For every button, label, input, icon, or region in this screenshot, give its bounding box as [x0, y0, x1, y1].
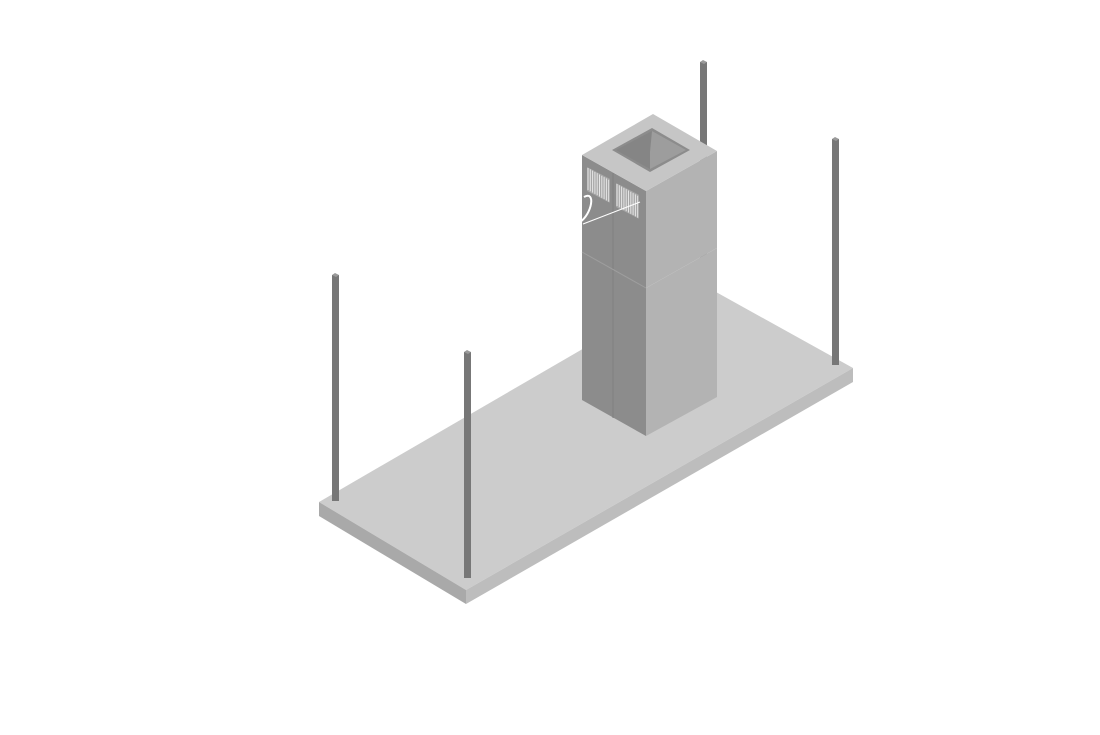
- post-front-shaft: [464, 352, 471, 578]
- chimney-upper-right-face: [646, 151, 717, 288]
- chimney-joint-line: [581, 251, 647, 289]
- chimney-opening: [612, 128, 690, 172]
- post-right: [832, 137, 839, 365]
- sketch-curve: [579, 194, 593, 223]
- post-back-cap: [700, 60, 707, 64]
- opening-inner-wall: [650, 131, 686, 169]
- sketch-marks: [579, 194, 641, 225]
- chimney-lower-left-face: [582, 252, 646, 436]
- base-slab: [319, 282, 853, 604]
- post-left-shaft: [332, 275, 339, 501]
- vent-grille-right: [616, 183, 639, 219]
- post-front: [464, 350, 471, 578]
- vent-grille-left: [587, 167, 610, 203]
- post-right-shaft: [832, 139, 839, 365]
- sketch-leader-line: [582, 201, 641, 225]
- post-left-cap: [332, 273, 339, 277]
- post-left: [332, 273, 339, 501]
- slab-front-right-face: [466, 368, 853, 604]
- post-front-cap: [464, 350, 471, 354]
- slab-front-left-face: [319, 502, 466, 604]
- slab-top-face: [319, 282, 853, 590]
- post-right-cap: [832, 137, 839, 141]
- chimney-lower: [582, 248, 717, 436]
- chimney-lower-right-face: [646, 248, 717, 436]
